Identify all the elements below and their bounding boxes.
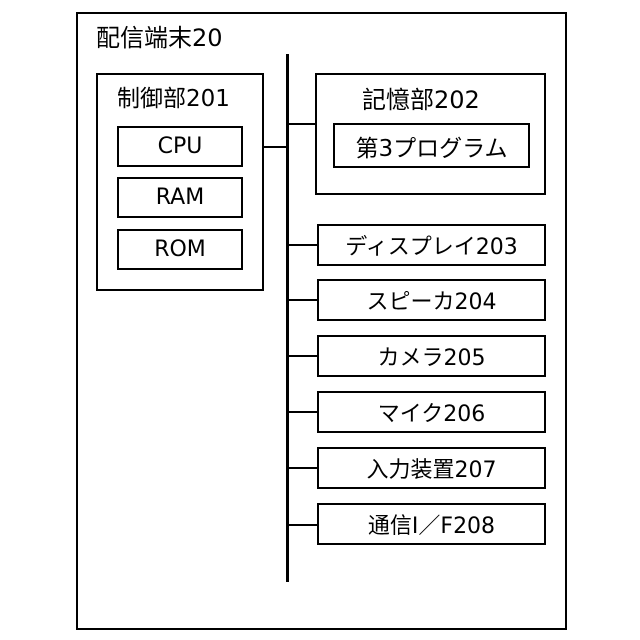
input-device-bus-connector [288, 467, 317, 469]
control-bus-connector [264, 146, 288, 148]
communication-if-box: 通信I／F208 [317, 503, 546, 545]
microphone-label: マイク206 [378, 396, 486, 428]
speaker-bus-connector [288, 299, 317, 301]
storage-unit-title: 記憶部202 [362, 88, 480, 112]
rom-box: ROM [117, 229, 243, 270]
microphone-box: マイク206 [317, 391, 546, 433]
microphone-bus-connector [288, 411, 317, 413]
camera-bus-connector [288, 355, 317, 357]
speaker-label: スピーカ204 [367, 284, 497, 316]
speaker-box: スピーカ204 [317, 279, 546, 321]
input-device-box: 入力装置207 [317, 447, 546, 489]
storage-bus-connector [288, 123, 315, 125]
rom-label: ROM [154, 237, 206, 262]
ram-label: RAM [156, 185, 204, 210]
display-bus-connector [288, 244, 317, 246]
camera-label: カメラ205 [378, 340, 486, 372]
terminal-title: 配信端末20 [96, 26, 223, 50]
communication-if-bus-connector [288, 524, 317, 526]
cpu-box: CPU [117, 126, 243, 167]
control-unit-title: 制御部201 [117, 88, 230, 111]
third-program-label: 第3プログラム [356, 129, 508, 163]
camera-box: カメラ205 [317, 335, 546, 377]
cpu-label: CPU [158, 134, 203, 159]
communication-if-label: 通信I／F208 [368, 508, 495, 540]
input-device-label: 入力装置207 [367, 452, 497, 484]
display-box: ディスプレイ203 [317, 224, 546, 266]
third-program-box: 第3プログラム [333, 123, 530, 168]
display-label: ディスプレイ203 [345, 229, 517, 261]
system-bus [286, 54, 289, 582]
ram-box: RAM [117, 177, 243, 218]
